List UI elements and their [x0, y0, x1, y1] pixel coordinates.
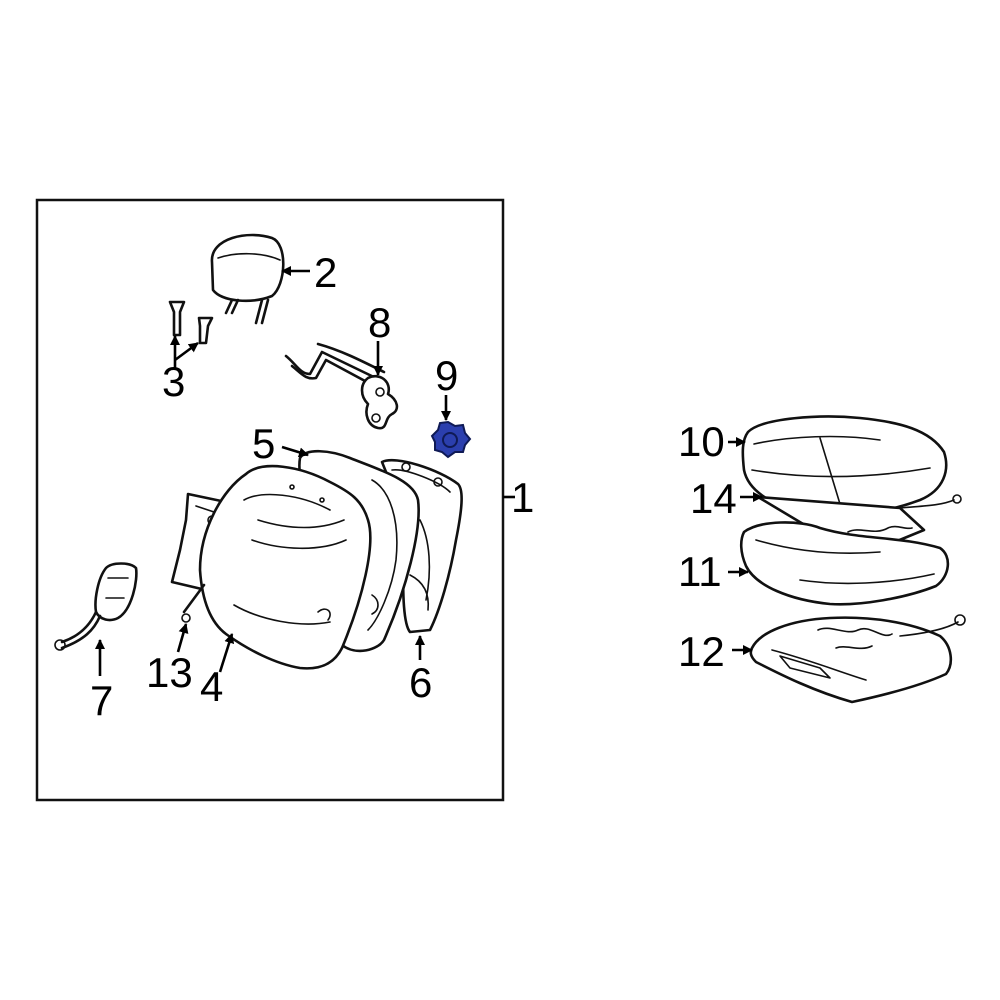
callout-3: 3	[162, 358, 185, 405]
callout-14: 14	[690, 475, 737, 522]
callout-4: 4	[200, 663, 223, 710]
headrest-part[interactable]	[210, 233, 285, 325]
callout-8: 8	[368, 299, 391, 346]
callout-5: 5	[252, 420, 275, 467]
callout-13-arrow	[176, 623, 189, 653]
callout-3-arrows	[170, 335, 199, 368]
callout-11: 11	[678, 548, 722, 595]
callout-1: 1	[511, 474, 534, 521]
headrest-guide-part[interactable]	[168, 300, 214, 345]
seat-cushion-frame-part[interactable]	[749, 614, 966, 704]
side-switch-part[interactable]	[54, 562, 138, 651]
callout-7: 7	[90, 677, 113, 724]
callout-5-arrow	[281, 445, 309, 458]
callout-12: 12	[678, 628, 725, 675]
seatback-cover-part[interactable]	[198, 464, 372, 670]
seatback-assembly-frame	[35, 198, 505, 802]
callout-13: 13	[146, 649, 193, 696]
seat-cushion-cover-part[interactable]	[741, 415, 948, 518]
recliner-frame-part[interactable]	[284, 342, 399, 430]
callout-9: 9	[435, 352, 458, 399]
callout-2: 2	[314, 249, 337, 296]
rod-part[interactable]	[181, 583, 206, 623]
recliner-knob-part[interactable]	[430, 420, 472, 459]
callout-10: 10	[678, 418, 725, 465]
callout-6: 6	[409, 659, 432, 706]
callout-4-arrow	[218, 633, 235, 673]
seat-cushion-pad-part[interactable]	[739, 521, 950, 606]
